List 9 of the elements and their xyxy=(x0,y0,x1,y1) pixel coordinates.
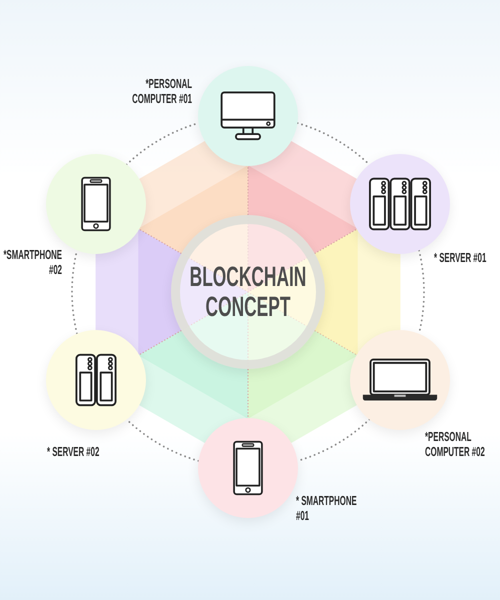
device-label: *PERSONAL COMPUTER #02 xyxy=(424,429,486,459)
device-label: * SERVER #02 xyxy=(46,444,100,459)
device-label: * SMARTPHONE #01 xyxy=(296,493,358,523)
device-label: *SMARTPHONE #02 xyxy=(2,247,62,277)
device-label: * SERVER #01 xyxy=(434,250,486,265)
center-title: BLOCKCHAIN CONCEPT xyxy=(188,262,308,322)
device-label: *PERSONAL COMPUTER #01 xyxy=(131,76,192,106)
dotted-connector xyxy=(126,418,200,462)
dotted-connector xyxy=(296,122,370,166)
